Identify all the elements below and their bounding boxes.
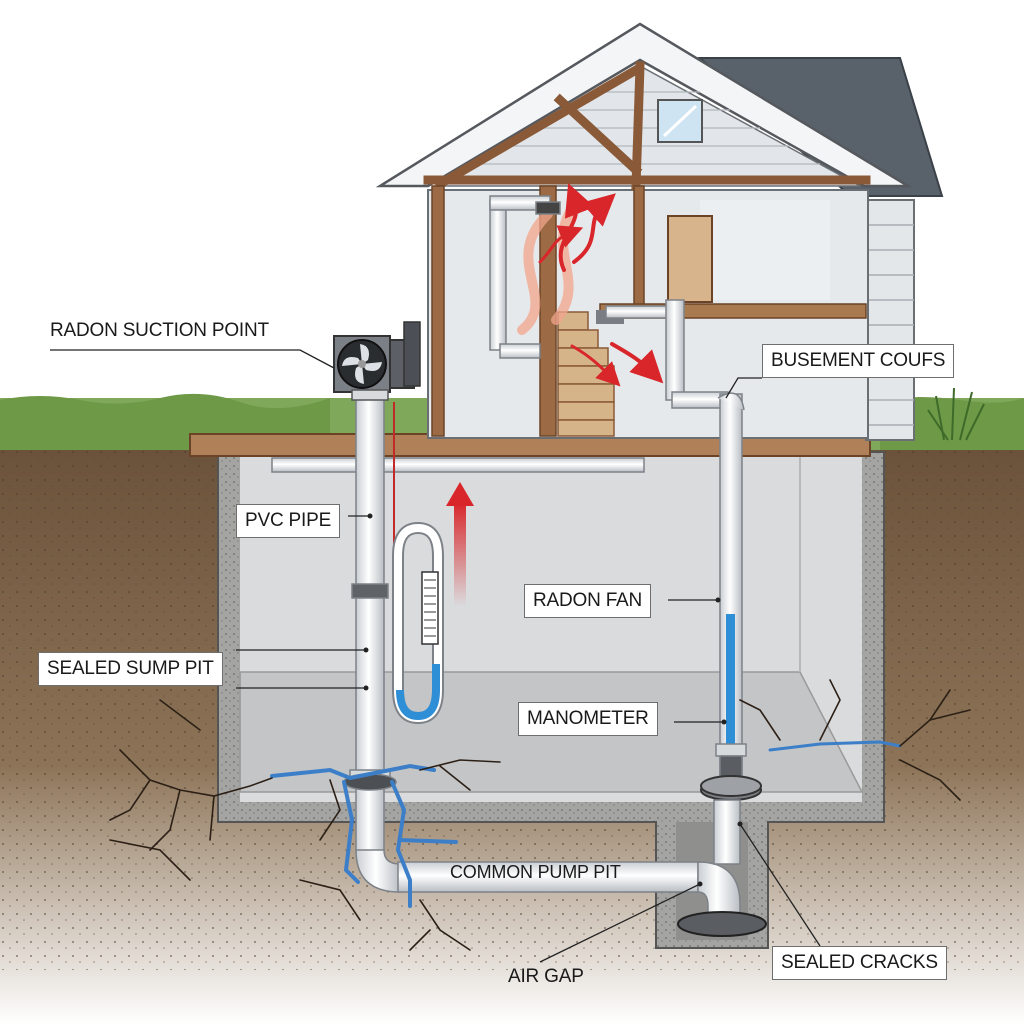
label-common-pump-pit: COMMON PUMP PIT bbox=[450, 862, 621, 882]
radon-fan-unit bbox=[333, 321, 421, 401]
basement-ceiling-pipe bbox=[271, 457, 645, 473]
pvc-pipe-stack bbox=[343, 395, 767, 937]
u-tube-manometer bbox=[392, 521, 444, 725]
label-manometer: MANOMETER bbox=[518, 702, 658, 736]
label-pvc-pipe: PVC PIPE bbox=[236, 504, 341, 538]
grass-tuft bbox=[927, 387, 985, 441]
label-leader-lines bbox=[50, 349, 821, 963]
sealed-cracks-lines bbox=[270, 740, 902, 908]
radon-flow-arrow-basement bbox=[446, 482, 474, 606]
label-radon-suction-point: RADON SUCTION POINT bbox=[50, 320, 269, 341]
label-air-gap: AIR GAP bbox=[508, 966, 584, 987]
label-busement-coufs: BUSEMENT COUFS bbox=[762, 344, 955, 378]
radon-flow-arrows-upstairs bbox=[517, 183, 664, 387]
label-sealed-sump-pit: SEALED SUMP PIT bbox=[38, 652, 223, 686]
label-sealed-cracks: SEALED CRACKS bbox=[772, 946, 947, 980]
label-radon-fan: RADON FAN bbox=[524, 584, 652, 618]
soil-cracks bbox=[109, 679, 971, 951]
upstairs-vent-pipe bbox=[489, 195, 729, 409]
right-vent-pipe bbox=[700, 392, 762, 801]
